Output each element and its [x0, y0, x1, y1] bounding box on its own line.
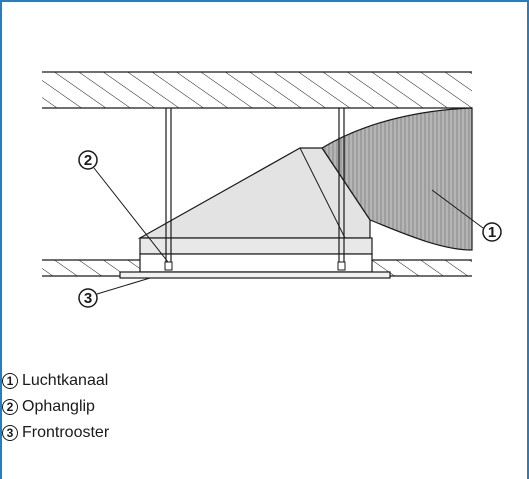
legend-label-3: Frontrooster — [22, 424, 110, 441]
callout-2: 2 — [78, 150, 169, 263]
svg-text:3: 3 — [84, 290, 92, 307]
front-grille — [119, 271, 391, 279]
frame-border-top — [0, 0, 529, 2]
legend-item: 1 Luchtkanaal — [2, 368, 109, 394]
hanger-rods — [165, 108, 345, 262]
callout-3: 3 — [78, 277, 151, 308]
legend-item: 2 Ophanglip — [2, 394, 109, 420]
frame-border-right — [527, 0, 529, 479]
legend-number-2: 2 — [2, 399, 18, 415]
flexible-duct — [321, 107, 473, 251]
suspension-clips — [164, 261, 346, 271]
plenum-box — [137, 147, 373, 273]
legend-label-2: Ophanglip — [22, 398, 95, 415]
frame-border-left — [0, 0, 2, 479]
legend-label-1: Luchtkanaal — [22, 372, 109, 389]
legend: 1 Luchtkanaal 2 Ophanglip 3 Frontrooster — [2, 368, 109, 446]
legend-number-1: 1 — [2, 373, 18, 389]
ceiling-slab — [42, 71, 472, 109]
svg-text:1: 1 — [488, 224, 496, 241]
legend-number-3: 3 — [2, 425, 18, 441]
svg-text:2: 2 — [84, 152, 92, 169]
callout-1: 1 — [431, 189, 502, 242]
legend-item: 3 Frontrooster — [2, 420, 109, 446]
false-ceiling-left — [42, 259, 140, 277]
